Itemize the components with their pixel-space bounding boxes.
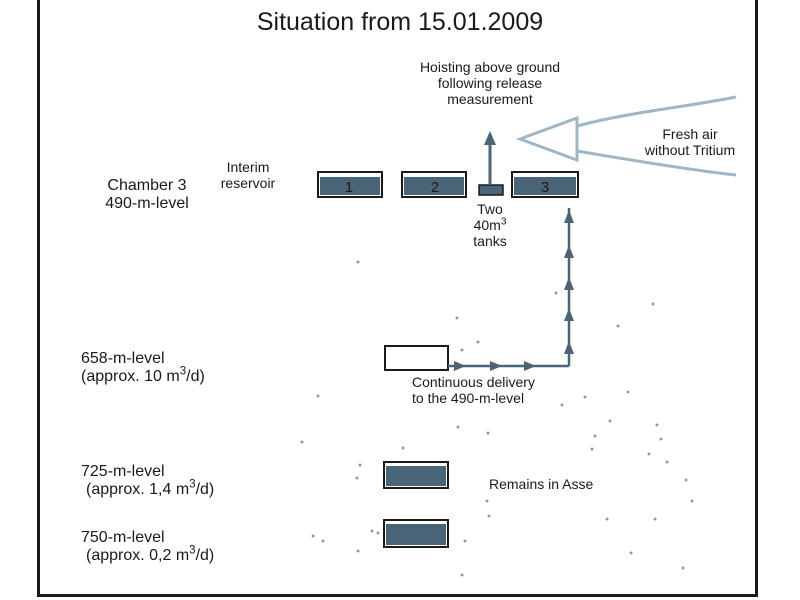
hoisting-line-1: Hoisting above ground <box>419 59 561 75</box>
background-dot <box>460 573 464 577</box>
tanks-label: Two 40m3 tanks <box>455 201 525 249</box>
background-dot <box>665 460 669 464</box>
interim-reservoir-label: Interim reservoir <box>198 159 298 191</box>
background-dot <box>681 566 685 570</box>
level-725-rate: (approx. 1,4 m3/d) <box>86 479 215 499</box>
reservoir-3: 3 <box>511 171 579 198</box>
diagram-title: Situation from 15.01.2009 <box>256 8 544 36</box>
level-750-label: 750-m-level (approx. 0,2 m3/d) <box>81 529 214 566</box>
tanks-volume: 40m <box>473 217 501 234</box>
tanks-volume-exp: 3 <box>500 216 507 228</box>
interim-line-2: reservoir <box>220 175 276 192</box>
reservoir-1-label: 1 <box>345 179 353 196</box>
level-725-name: 725-m-level <box>81 463 165 480</box>
background-dot <box>376 531 380 535</box>
diagram-frame <box>37 0 758 597</box>
background-dot <box>485 499 489 503</box>
level-658-label: 658-m-level (approx. 10 m3/d) <box>81 350 205 387</box>
fresh-air-line-1: Fresh air <box>662 126 718 142</box>
background-dot <box>321 539 325 543</box>
tank-750-level <box>383 519 449 548</box>
background-dot <box>659 437 663 441</box>
background-dots <box>300 260 694 577</box>
background-dot <box>583 395 587 399</box>
hoisting-arrow <box>484 131 496 185</box>
level-750-name: 750-m-level <box>81 529 165 546</box>
background-dot <box>311 534 315 538</box>
background-dot <box>370 529 374 533</box>
fresh-air-label: Fresh air without Tritium <box>630 126 750 158</box>
background-dot <box>460 348 464 352</box>
background-dot <box>608 419 612 423</box>
background-dot <box>486 431 490 435</box>
fresh-air-line-2: without Tritium <box>644 142 736 159</box>
reservoir-2-label: 2 <box>431 179 439 196</box>
background-dot <box>690 499 694 503</box>
background-dot <box>651 302 655 306</box>
background-dot <box>456 425 460 429</box>
background-dot <box>463 539 467 543</box>
level-750-rate: (approx. 0,2 m3/d) <box>86 545 215 565</box>
level-658-rate: (approx. 10 m3/d) <box>81 366 205 386</box>
background-dot <box>356 260 360 264</box>
background-dot <box>629 551 633 555</box>
background-dot <box>653 517 657 521</box>
background-dot <box>401 446 405 450</box>
background-dot <box>593 434 597 438</box>
background-dot <box>554 291 558 295</box>
delivery-line-1: Continuous delivery <box>412 374 535 390</box>
delivery-path <box>448 208 574 371</box>
reservoir-1: 1 <box>317 171 383 198</box>
interim-line-1: Interim <box>226 159 270 175</box>
background-dot <box>590 447 594 451</box>
background-dot <box>560 403 564 407</box>
background-dot <box>316 394 320 398</box>
chamber3-name: Chamber 3 <box>107 177 187 194</box>
level-725-label: 725-m-level (approx. 1,4 m3/d) <box>81 463 214 500</box>
background-dot <box>655 423 659 427</box>
hoisting-label: Hoisting above ground following release … <box>390 59 590 107</box>
background-dot <box>605 517 609 521</box>
background-dot <box>358 463 362 467</box>
tank-658-level <box>384 345 449 371</box>
tank-725-level <box>383 461 449 489</box>
remains-label: Remains in Asse <box>489 476 594 492</box>
small-tank <box>478 184 504 196</box>
chamber3-label: Chamber 3 490-m-level <box>72 177 222 214</box>
background-dot <box>616 324 620 328</box>
delivery-label: Continuous delivery to the 490-m-level <box>412 374 535 406</box>
tanks-line-2: 40m3 <box>455 217 525 233</box>
reservoir-2: 2 <box>401 171 467 198</box>
background-dot <box>355 476 359 480</box>
delivery-line-2: to the 490-m-level <box>412 390 525 407</box>
background-dot <box>356 549 360 553</box>
hoisting-line-2: following release <box>437 75 543 92</box>
background-dot <box>647 452 651 456</box>
hoisting-line-3: measurement <box>447 91 533 108</box>
background-dot <box>455 316 459 320</box>
tanks-line-3: tanks <box>473 233 507 250</box>
background-dot <box>487 514 491 518</box>
background-dot <box>300 440 304 444</box>
background-dot <box>626 390 630 394</box>
background-dot <box>684 478 688 482</box>
level-658-name: 658-m-level <box>81 350 165 367</box>
background-dot <box>476 340 480 344</box>
reservoir-3-label: 3 <box>541 179 549 196</box>
chamber3-depth: 490-m-level <box>105 195 189 213</box>
fresh-air-arrow <box>515 95 737 177</box>
tanks-line-1: Two <box>477 201 503 217</box>
